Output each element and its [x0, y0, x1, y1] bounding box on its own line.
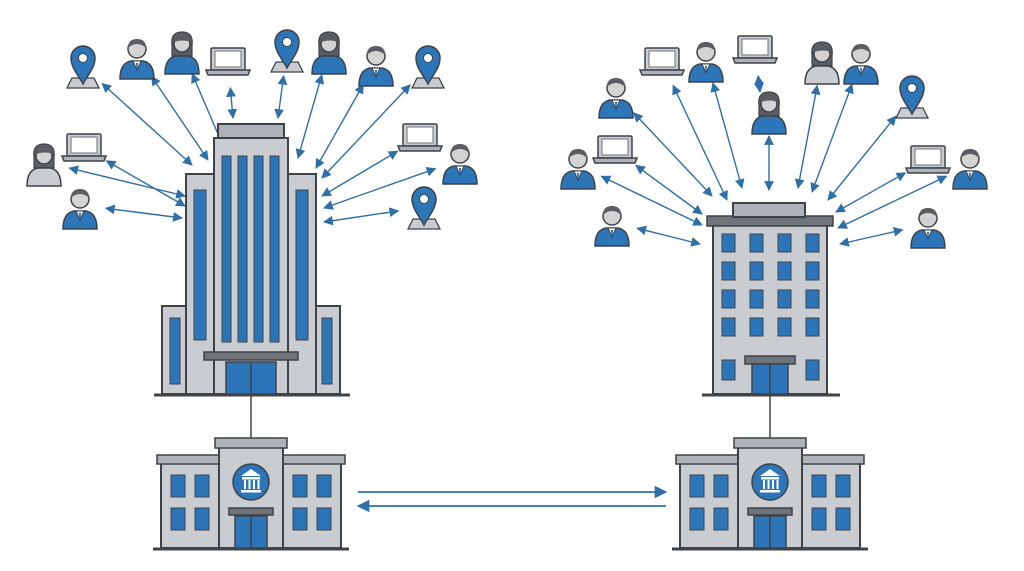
bank-window	[316, 474, 332, 498]
right-link-arrow	[794, 84, 821, 189]
arrows-right-group	[600, 74, 948, 247]
office-window	[749, 261, 764, 281]
user-male-icon	[843, 43, 879, 85]
right-link-arrow	[835, 172, 907, 213]
office-window	[805, 359, 820, 381]
bank-window	[689, 507, 705, 531]
laptop-icon	[592, 135, 638, 164]
location-pin-icon	[895, 75, 929, 119]
office-window	[721, 233, 736, 253]
location-pin-icon	[407, 186, 441, 230]
office-window	[777, 233, 792, 253]
bank-window	[194, 474, 210, 498]
left-link-arrow	[295, 74, 325, 159]
right-link-arrow	[827, 115, 897, 201]
user-female-icon	[26, 143, 62, 187]
bank-window	[713, 474, 729, 498]
bank-window	[292, 507, 308, 531]
right-link-arrow	[636, 225, 701, 247]
location-pin-icon	[66, 45, 100, 89]
office-window	[805, 233, 820, 253]
laptop-icon	[205, 47, 251, 76]
user-male-icon	[688, 41, 724, 83]
user-male-icon	[358, 45, 394, 87]
arrows-left-group	[68, 72, 437, 226]
office-window	[749, 233, 764, 253]
office-window	[721, 261, 736, 281]
office-window	[721, 289, 736, 309]
user-female-icon	[164, 31, 200, 75]
right-link-arrow	[635, 164, 703, 215]
user-female-icon	[311, 31, 347, 75]
bank-emblem-icon	[232, 463, 270, 501]
bank-window	[811, 474, 827, 498]
user-male-icon	[952, 148, 988, 190]
bank-window	[170, 507, 186, 531]
skyscraper-icon	[154, 123, 350, 397]
office-windows	[721, 233, 820, 381]
right-link-arrow	[633, 112, 713, 197]
office-window	[749, 317, 764, 337]
user-male-icon	[62, 188, 98, 230]
nodes-layer	[26, 29, 988, 249]
office-window	[749, 289, 764, 309]
left-link-arrow	[104, 204, 183, 222]
right-link-arrow	[710, 82, 745, 189]
office-building-icon	[702, 202, 840, 397]
office-window	[805, 317, 820, 337]
bank-building-icon	[672, 437, 868, 551]
bank-building-icon	[153, 437, 349, 551]
laptop-icon	[61, 133, 107, 162]
right-link-arrow	[837, 175, 948, 229]
laptop-icon	[732, 35, 778, 64]
left-link-arrow	[323, 167, 437, 210]
bank-window	[713, 507, 729, 531]
user-female-icon	[751, 91, 787, 135]
office-window	[777, 289, 792, 309]
right-link-arrow	[810, 83, 854, 193]
user-male-icon	[119, 38, 155, 80]
left-link-arrow	[101, 82, 193, 166]
office-window	[805, 289, 820, 309]
office-window	[721, 359, 736, 381]
office-window	[721, 317, 736, 337]
location-pin-icon	[411, 45, 445, 89]
left-link-arrow	[151, 75, 209, 161]
right-link-arrow	[754, 74, 764, 93]
bank-window	[811, 507, 827, 531]
office-window	[777, 317, 792, 337]
office-window	[805, 261, 820, 281]
laptop-icon	[397, 123, 443, 152]
bank-window	[316, 507, 332, 531]
left-link-arrow	[321, 84, 411, 179]
user-male-icon	[910, 207, 946, 249]
laptop-icon	[639, 47, 685, 76]
user-male-icon	[598, 77, 634, 119]
user-male-icon	[560, 148, 596, 190]
bank-window	[835, 474, 851, 498]
left-link-arrow	[274, 74, 288, 119]
laptop-icon	[905, 145, 951, 174]
left-link-arrow	[321, 150, 399, 197]
left-link-arrow	[315, 83, 364, 169]
bank-emblem-icon	[751, 463, 789, 501]
user-male-icon	[442, 143, 478, 185]
left-link-arrow	[323, 207, 400, 226]
bank-window	[170, 474, 186, 498]
location-pin-icon	[270, 29, 304, 73]
bank-window	[194, 507, 210, 531]
bank-window	[689, 474, 705, 498]
office-window	[777, 261, 792, 281]
bank-window	[835, 507, 851, 531]
user-male-icon	[594, 205, 630, 247]
left-link-arrow	[105, 160, 186, 207]
left-link-arrow	[226, 86, 238, 119]
bank-window	[292, 474, 308, 498]
user-female-icon	[804, 41, 840, 85]
right-link-arrow	[839, 226, 904, 247]
